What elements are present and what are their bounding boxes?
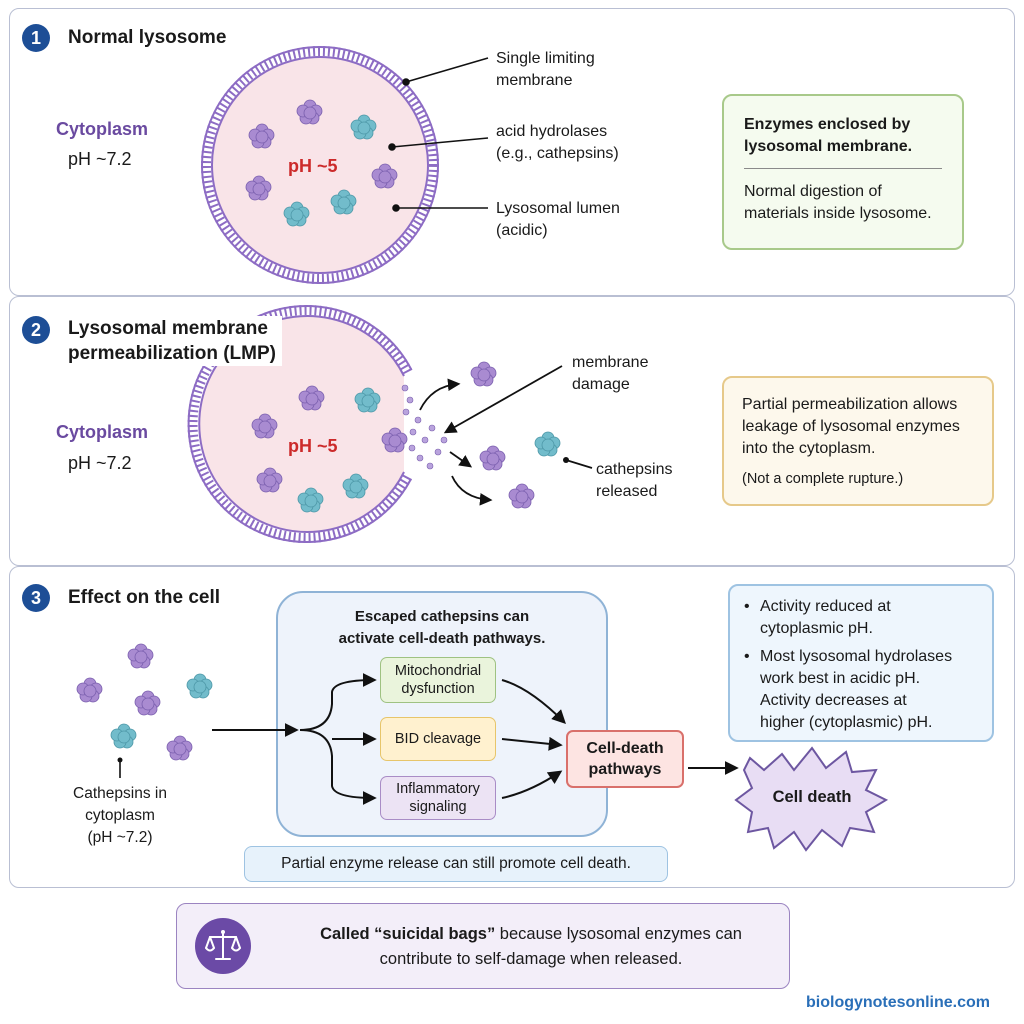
- section-number-3: 3: [22, 584, 50, 612]
- note-divider: [744, 168, 942, 169]
- label-lysosomal-lumen: Lysosomal lumen(acidic): [496, 200, 620, 239]
- banner-text: Called “suicidal bags” because lysosomal…: [320, 925, 742, 968]
- section1-leaders: [388, 57, 489, 212]
- section-number-1: 1: [22, 24, 50, 52]
- box-bid-cleavage: BID cleavage: [380, 717, 496, 761]
- balance-scale-icon: [195, 918, 251, 974]
- label-cathepsins-in-cytoplasm: Cathepsins in cytoplasm (pH ~7.2): [73, 785, 167, 846]
- note-not-complete-rupture: (Not a complete rupture.): [742, 471, 904, 487]
- flow-arrows: [212, 673, 739, 805]
- note-partial-permeabilization: Partial permeabilization allows leakage …: [722, 376, 994, 506]
- section-number-2: 2: [22, 316, 50, 344]
- suicidal-bags-banner: Called “suicidal bags” because lysosomal…: [176, 903, 790, 989]
- normal-lysosome: [201, 46, 439, 284]
- section2-lumen-ph: pH ~5: [288, 436, 338, 456]
- site-credit[interactable]: biologynotesonline.com: [806, 994, 991, 1011]
- section1-cytoplasm-label: Cytoplasm: [56, 119, 149, 139]
- cell-death-burst: [734, 746, 889, 852]
- cytoplasmic-cathepsins: [76, 643, 213, 778]
- section3-title: Effect on the cell: [68, 587, 221, 608]
- section2-cytoplasm-ph: pH ~7.2: [68, 453, 132, 473]
- partial-release-note: Partial enzyme release can still promote…: [244, 846, 668, 882]
- section2-arrows: [419, 365, 593, 506]
- cell-death-label: Cell death: [772, 788, 852, 806]
- section1-lumen-ph: pH ~5: [288, 156, 338, 176]
- permeabilized-lysosome: [187, 305, 561, 543]
- section2-cytoplasm-label: Cytoplasm: [56, 422, 149, 442]
- section1-title: Normal lysosome: [68, 27, 227, 48]
- section1-cytoplasm-ph: pH ~7.2: [68, 149, 132, 169]
- cathepsin-pathway-group: [276, 591, 608, 837]
- label-acid-hydrolases: acid hydrolases(e.g., cathepsins): [496, 123, 619, 162]
